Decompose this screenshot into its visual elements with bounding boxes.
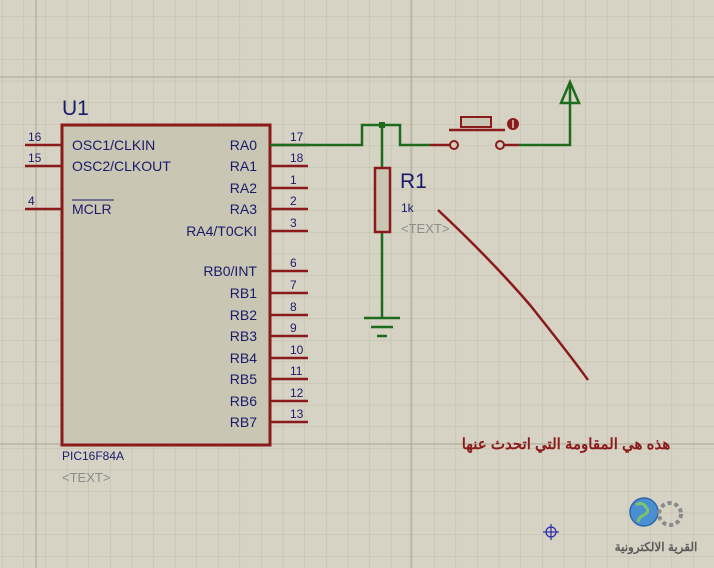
pin-number: 12 — [290, 386, 304, 400]
resistor-r1[interactable]: R1 1k <TEXT> — [373, 166, 449, 236]
chip-part-label: PIC16F84A — [62, 449, 124, 463]
switch-contact-right — [495, 140, 505, 150]
pin-number: 18 — [290, 151, 304, 165]
pin-name: RA3 — [230, 201, 257, 217]
pin-number: 6 — [290, 256, 297, 270]
globe-icon — [629, 497, 659, 527]
pin-name: RB4 — [230, 350, 257, 366]
pin-name: RB2 — [230, 307, 257, 323]
globe-land — [635, 501, 650, 523]
pin-number: 2 — [290, 194, 297, 208]
pin-number: 1 — [290, 173, 297, 187]
pin-name: RB5 — [230, 371, 257, 387]
pin-number: 9 — [290, 321, 297, 335]
watermark-logo: القرية الالكترونية — [615, 497, 698, 555]
chip-ref-label: U1 — [62, 97, 89, 120]
pin-number: 4 — [28, 194, 35, 208]
wire-switch-to-power[interactable] — [519, 85, 572, 147]
pin-name: RA4/T0CKI — [186, 223, 257, 239]
resistor-text-placeholder: <TEXT> — [401, 221, 449, 236]
pin-number: 16 — [28, 130, 42, 144]
pin-number: 17 — [290, 130, 304, 144]
pin-number: 10 — [290, 343, 304, 357]
resistor-body[interactable] — [373, 166, 392, 234]
annotation-text: هذه هي المقاومة التي اتحدث عنها — [462, 436, 671, 454]
pin-name: RB6 — [230, 393, 257, 409]
pin-name: RB7 — [230, 414, 257, 430]
annotation-arrow-line — [437, 209, 590, 381]
pin-name: RA1 — [230, 158, 257, 174]
pin-name: OSC1/CLKIN — [72, 137, 155, 153]
power-arrow — [559, 78, 581, 105]
wires — [270, 85, 572, 318]
watermark-text: القرية الالكترونية — [615, 540, 698, 555]
pin-name: OSC2/CLKOUT — [72, 158, 171, 174]
pin-number: 7 — [290, 278, 297, 292]
chip-body[interactable] — [60, 123, 272, 447]
pin-number: 15 — [28, 151, 42, 165]
gear-icon — [657, 501, 683, 527]
pin-name: RA2 — [230, 180, 257, 196]
chip-text-placeholder: <TEXT> — [62, 470, 110, 485]
pin-name: RA0 — [230, 137, 257, 153]
pin-number: 11 — [290, 364, 303, 378]
resistor-ref-label: R1 — [400, 170, 427, 193]
pin-number: 3 — [290, 216, 297, 230]
pin-name: RB1 — [230, 285, 257, 301]
pin-number: 13 — [290, 407, 304, 421]
switch-contact-left — [449, 140, 459, 150]
pin-name: MCLR — [72, 201, 112, 217]
switch-button-cap — [460, 116, 492, 128]
push-button[interactable] — [430, 116, 519, 150]
pin-name: RB0/INT — [203, 263, 257, 279]
pin-number: 8 — [290, 300, 297, 314]
ground-icon[interactable] — [364, 316, 400, 338]
junction-dot — [379, 122, 385, 128]
power-terminal-icon[interactable] — [559, 78, 581, 105]
resistor-value-label: 1k — [401, 201, 415, 215]
pin-name: RB3 — [230, 328, 257, 344]
crosshair-cursor-icon — [543, 524, 559, 540]
